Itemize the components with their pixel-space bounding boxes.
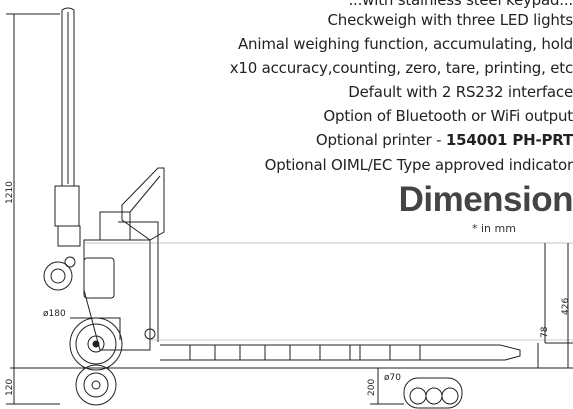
unit-note: * in mm: [472, 222, 516, 235]
feature-line-printer: Optional printer - 154001 PH-PRT: [316, 131, 573, 149]
feature-line-bluetooth: Option of Bluetooth or WiFi output: [323, 107, 573, 125]
dim-120: 120: [5, 379, 15, 396]
feature-line-oiml: Optional OIML/EC Type approved indicator: [264, 156, 573, 174]
feature-line-checkweigh: Checkweigh with three LED lights: [327, 11, 573, 29]
feature-line-accuracy: x10 accuracy,counting, zero, tare, print…: [229, 59, 573, 77]
printer-code: 154001 PH-PRT: [445, 131, 573, 149]
feature-line-keypad: ...with stainless steel keypad...: [348, 0, 573, 9]
feature-line-rs232: Default with 2 RS232 interface: [348, 83, 573, 101]
dim-426: 426: [561, 298, 571, 315]
dim-1210: 1210: [5, 181, 15, 204]
feature-line-animal-weighing: Animal weighing function, accumulating, …: [238, 35, 573, 53]
dim-load-wheel: ø70: [384, 373, 401, 383]
printer-prefix: Optional printer -: [315, 131, 446, 149]
dim-steer-wheel: ø180: [43, 309, 66, 319]
dim-200: 200: [367, 379, 377, 396]
dimension-title: Dimension: [398, 180, 573, 219]
dim-78: 78: [540, 326, 550, 338]
